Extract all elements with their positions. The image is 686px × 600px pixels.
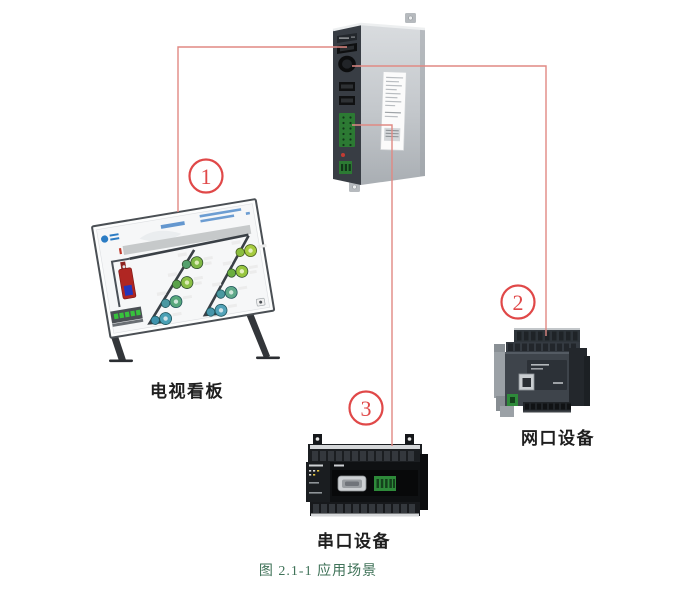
serial-device-green-terminal	[374, 476, 396, 491]
connection-line-serial	[352, 124, 393, 446]
tv-board-label: 电视看板	[150, 382, 224, 401]
figure-caption: 图 2.1-1 应用场景	[258, 564, 378, 579]
network-device-green-terminal	[507, 394, 518, 406]
gateway-device-illustration	[332, 13, 426, 192]
connection-line-tv	[177, 46, 347, 212]
scada-banner	[118, 224, 252, 256]
scada-corner-icon	[256, 297, 266, 307]
network-device-illustration	[494, 328, 590, 417]
marker-3-number: 3	[361, 396, 372, 421]
network-device-ethernet-port	[518, 373, 535, 391]
gateway-mount-ear-bottom	[349, 182, 360, 192]
serial-device-illustration	[306, 434, 428, 517]
scada-io-strip	[110, 306, 144, 327]
scada-pump-clusters	[150, 240, 267, 325]
serial-device-dsub-port	[337, 475, 367, 492]
scada-tank	[110, 257, 137, 308]
gateway-model-band	[337, 33, 357, 43]
gateway-reset-led	[341, 153, 345, 157]
gateway-serial-terminal	[339, 113, 355, 147]
network-device-label: 网口设备	[521, 429, 595, 448]
marker-1: 1	[188, 158, 224, 194]
connection-lines	[177, 46, 547, 446]
tv-dashboard-illustration	[91, 198, 280, 363]
gateway-ethernet-port	[338, 55, 356, 73]
tv-stand-legs	[109, 313, 280, 363]
marker-2-number: 2	[513, 290, 524, 315]
gateway-hdmi-port	[337, 43, 357, 54]
marker-2: 2	[500, 284, 536, 320]
gateway-usb-ports	[339, 82, 355, 105]
connection-markers: 1 2 3	[188, 158, 536, 426]
gateway-power-terminal	[339, 161, 352, 174]
serial-device-label: 串口设备	[317, 532, 391, 551]
marker-3: 3	[348, 390, 384, 426]
gateway-product-label	[380, 71, 407, 151]
connection-line-network	[352, 65, 547, 336]
gateway-mount-ear-top	[405, 13, 416, 23]
marker-1-number: 1	[201, 164, 212, 189]
serial-device-mount-ears	[313, 434, 414, 445]
